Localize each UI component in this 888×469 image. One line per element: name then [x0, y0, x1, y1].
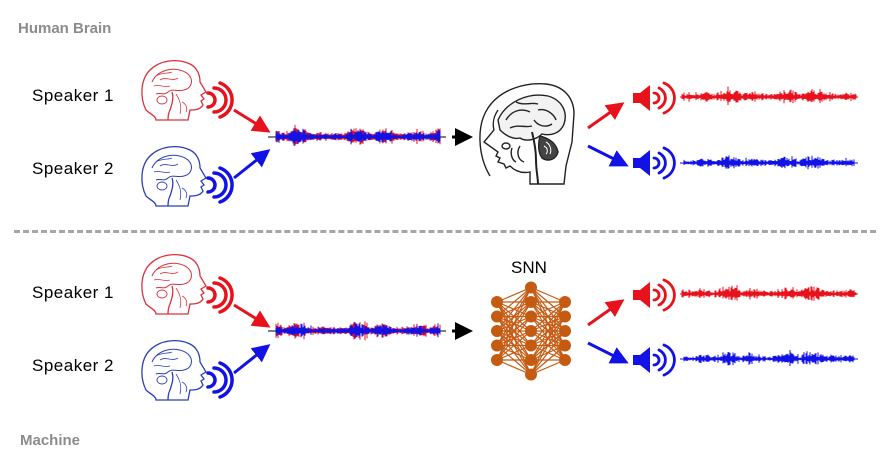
arrow-speaker1-to-mix-top: [233, 108, 271, 133]
separated-waveform-speaker2-top: [683, 155, 855, 170]
sound-waves-icon-speaker2-bottom: [206, 361, 234, 399]
snn-neuron: [559, 310, 571, 323]
arrow-speaker2-to-mix-bottom: [233, 344, 271, 375]
sound-waves-icon-speaker2-top: [206, 166, 234, 204]
loudspeaker-icon-out2-top: [633, 146, 676, 180]
snn-neuron: [491, 354, 503, 366]
speaker-1-head-icon-top: [141, 59, 207, 121]
snn-neuron: [525, 281, 537, 294]
speaker-1-label-bottom: Speaker 1: [32, 283, 114, 302]
mixed-waveform-bottom: [275, 321, 441, 341]
separated-waveform-speaker1-top: [681, 86, 857, 106]
snn-neuron: [559, 339, 571, 352]
human-brain-title: Human Brain: [18, 20, 112, 37]
section-divider: [14, 230, 876, 233]
arrow-brain-to-speaker2: [587, 144, 629, 167]
speaker-1-label-top: Speaker 1: [32, 86, 114, 105]
snn-neuron: [525, 296, 537, 308]
snn-neuron: [525, 310, 537, 323]
arrow-speaker2-to-mix-top: [233, 149, 271, 180]
separated-waveform-speaker2-bottom: [683, 350, 855, 366]
machine-title: Machine: [20, 432, 81, 449]
snn-neuron: [491, 339, 503, 352]
sound-waves-icon-speaker1-bottom: [206, 276, 234, 314]
snn-neuron: [559, 296, 571, 308]
brain-anatomy-icon: [479, 83, 575, 185]
speaker-2-label-top: Speaker 2: [32, 159, 114, 178]
snn-neuron: [525, 339, 537, 352]
loudspeaker-icon-out1-bottom: [633, 278, 676, 312]
arrow-snn-to-speaker2: [587, 341, 629, 364]
neural-network-icon: [491, 281, 571, 381]
snn-neuron: [525, 325, 537, 337]
speaker-2-head-icon-bottom: [141, 339, 207, 401]
arrow-brain-to-speaker1: [587, 102, 625, 130]
snn-label: SNN: [511, 258, 547, 277]
arrow-speaker1-to-mix-bottom: [233, 303, 271, 328]
snn-neuron: [559, 354, 571, 366]
snn-neuron: [491, 310, 503, 323]
loudspeaker-icon-out1-top: [633, 81, 676, 115]
sound-waves-icon-speaker1-top: [206, 81, 234, 119]
separated-waveform-speaker1-bottom: [681, 285, 857, 301]
arrow-snn-to-speaker1: [587, 299, 625, 327]
speaker-2-head-icon-top: [141, 145, 207, 207]
snn-neuron: [491, 296, 503, 308]
snn-neuron: [525, 354, 537, 366]
snn-neuron: [491, 325, 503, 337]
speaker-2-label-bottom: Speaker 2: [32, 356, 114, 375]
speaker-1-head-icon-bottom: [141, 253, 207, 315]
snn-neuron: [559, 325, 571, 337]
mixed-waveform-top: [275, 124, 441, 146]
snn-neuron: [525, 368, 537, 381]
loudspeaker-icon-out2-bottom: [633, 343, 676, 377]
